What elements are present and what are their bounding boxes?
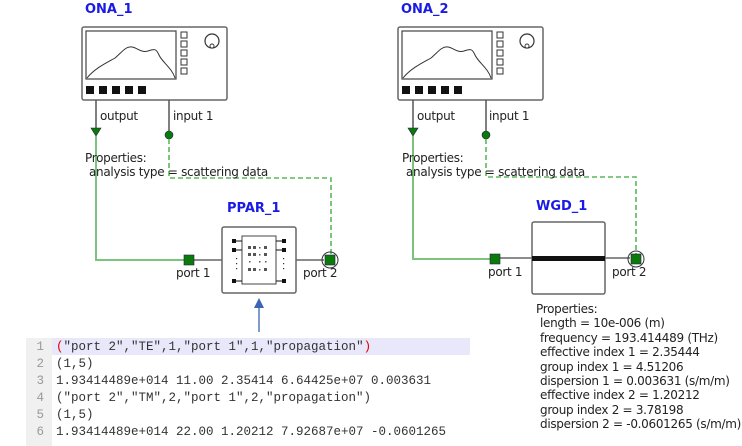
- ona2-bottom-keys: [402, 86, 462, 94]
- code-line[interactable]: 4 ("port 2","TM",2,"port 1",2,"propagati…: [26, 389, 486, 407]
- line-number-gutter: [26, 338, 52, 446]
- ppar1-port1-icon[interactable]: [183, 254, 195, 266]
- code-line[interactable]: 3 1.93414489e+014 11.00 2.35414 6.64425e…: [26, 372, 486, 390]
- line-number: 1: [36, 340, 44, 354]
- wgd1-property-frequency: frequency = 193.414489 (THz): [540, 330, 718, 345]
- line-number: 6: [36, 425, 44, 439]
- code-line[interactable]: 6 1.93414489e+014 22.00 1.20212 7.92687e…: [26, 423, 486, 441]
- wgd1-properties: Properties: length = 10e-006 (m) frequen…: [536, 302, 741, 432]
- ona2-properties-header: Properties:: [402, 151, 464, 165]
- ona1-side-buttons: [180, 31, 188, 75]
- ona2-output-port-icon: [407, 127, 419, 137]
- line-number: 2: [36, 357, 44, 371]
- wgd1-block[interactable]: [531, 221, 606, 295]
- wgd1-property-group-index-1: group index 1 = 4.51206: [540, 359, 684, 374]
- ona1-input-port-icon: [164, 130, 174, 140]
- wgd1-property-effective-index-1: effective index 1 = 2.35444: [540, 345, 700, 360]
- ona1-instrument[interactable]: [81, 26, 228, 101]
- bracket-match-open: (: [56, 340, 64, 354]
- code-line-text: (1,5): [56, 357, 94, 371]
- code-line-text: (1,5): [56, 408, 94, 422]
- wgd1-property-dispersion-1: dispersion 1 = 0.003631 (s/m/m): [540, 374, 730, 389]
- ppar1-port1-label: port 1: [176, 266, 211, 280]
- wgd1-port1-icon[interactable]: [489, 253, 501, 265]
- wgd1-properties-header: Properties:: [536, 302, 598, 316]
- line-number: 4: [36, 391, 44, 405]
- ppar1-port2-icon[interactable]: [324, 254, 336, 266]
- code-editor[interactable]: 1 ("port 2","TE",1,"port 1",1,"propagati…: [26, 338, 486, 446]
- ona2-knob-icon: [519, 33, 535, 49]
- ona1-output-label: output: [100, 109, 138, 123]
- active-line-highlight: [52, 338, 470, 355]
- ona2-properties: Properties: analysis type = scattering d…: [402, 151, 585, 180]
- ona1-knob-icon: [204, 33, 220, 49]
- wgd1-property-dispersion-2: dispersion 2 = -0.0601265 (s/m/m): [540, 417, 742, 432]
- line-number: 3: [36, 374, 44, 388]
- code-line-text: ("port 2","TE",1,"port 1",1,"propagation…: [56, 338, 371, 356]
- ona1-properties-header: Properties:: [85, 151, 147, 165]
- pointer-arrow-icon: [254, 298, 264, 332]
- ona1-output-port-icon: [90, 127, 102, 137]
- code-line-text: 1.93414489e+014 11.00 2.35414 6.64425e+0…: [56, 374, 432, 388]
- ppar1-port2-label: port 2: [303, 266, 338, 280]
- ona1-properties: Properties: analysis type = scattering d…: [85, 151, 268, 180]
- ona2-side-buttons: [496, 31, 504, 75]
- line-number: 5: [36, 408, 44, 422]
- ona1-spectrum-curve: [86, 46, 176, 79]
- ona1-bottom-keys: [86, 86, 146, 94]
- wire-wgd1-port2-to-ona2-input: [485, 139, 637, 254]
- bracket-match-close: ): [363, 340, 372, 354]
- ona2-input-label: input 1: [489, 109, 530, 123]
- code-line[interactable]: 1 ("port 2","TE",1,"port 1",1,"propagati…: [26, 338, 486, 356]
- wire-ona1-output-to-ppar1-port1: [95, 136, 184, 261]
- wgd1-port1-label: port 1: [488, 265, 523, 279]
- code-line-text: 1.93414489e+014 22.00 1.20212 7.92687e+0…: [56, 425, 447, 439]
- code-line-body: "port 2","TE",1,"port 1",1,"propagation": [63, 340, 364, 354]
- wgd1-title: WGD_1: [536, 199, 588, 214]
- ona2-instrument[interactable]: [397, 26, 544, 101]
- ona2-output-label: output: [417, 109, 455, 123]
- code-line-text: ("port 2","TM",2,"port 1",2,"propagation…: [56, 391, 372, 405]
- code-line[interactable]: 2 (1,5): [26, 355, 486, 373]
- wgd1-port2-icon[interactable]: [630, 253, 642, 265]
- ona1-screen: [85, 30, 177, 80]
- ona2-property: analysis type = scattering data: [406, 165, 585, 180]
- wire-ppar1-port2-to-ona1-input: [168, 139, 332, 255]
- wgd1-property-effective-index-2: effective index 2 = 1.20212: [540, 388, 700, 403]
- ona2-screen: [401, 30, 493, 80]
- ppar1-matrix-icon: [248, 246, 267, 271]
- ona1-input-label: input 1: [173, 109, 214, 123]
- wire-ona2-output-to-wgd1-port1: [412, 136, 490, 260]
- wgd1-property-length: length = 10e-006 (m): [540, 316, 665, 331]
- ona2-title: ONA_2: [401, 2, 449, 17]
- wgd1-port2-selection-ring: [627, 250, 645, 268]
- ppar1-port2-selection-ring: [321, 251, 339, 269]
- ona2-input-port-icon: [481, 130, 491, 140]
- ppar1-block[interactable]: [221, 226, 297, 294]
- waveguide-core: [532, 256, 605, 261]
- wgd1-property-group-index-2: group index 2 = 3.78198: [540, 402, 684, 417]
- ona1-title: ONA_1: [85, 2, 133, 17]
- wgd1-port2-label: port 2: [612, 265, 647, 279]
- ppar1-title: PPAR_1: [227, 201, 281, 216]
- code-line[interactable]: 5 (1,5): [26, 406, 486, 424]
- ona1-property: analysis type = scattering data: [89, 165, 268, 180]
- ppar1-pin-icons: [232, 239, 286, 283]
- ona2-spectrum-curve: [402, 46, 492, 79]
